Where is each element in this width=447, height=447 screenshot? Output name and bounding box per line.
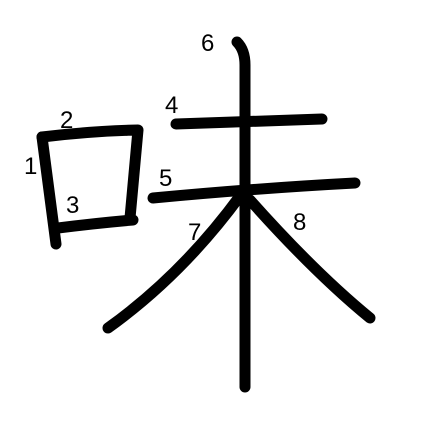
- stroke-number-7: 7: [188, 219, 201, 246]
- stroke-3: [52, 214, 139, 234]
- stroke-number-6: 6: [201, 30, 214, 57]
- stroke-numbers: 1 2 3 4 5 6 7 8: [24, 30, 306, 246]
- stroke-7: [102, 190, 246, 334]
- stroke-number-5: 5: [159, 165, 172, 192]
- stroke-number-2: 2: [60, 107, 73, 134]
- stroke-6: [231, 36, 251, 393]
- stroke-number-1: 1: [24, 153, 37, 180]
- stroke-2: [36, 124, 144, 224]
- stroke-number-4: 4: [165, 92, 178, 119]
- stroke-number-8: 8: [293, 209, 306, 236]
- stroke-number-3: 3: [66, 192, 79, 219]
- stroke-5: [147, 177, 361, 204]
- stroke-8: [244, 194, 376, 324]
- character-strokes: [36, 36, 376, 393]
